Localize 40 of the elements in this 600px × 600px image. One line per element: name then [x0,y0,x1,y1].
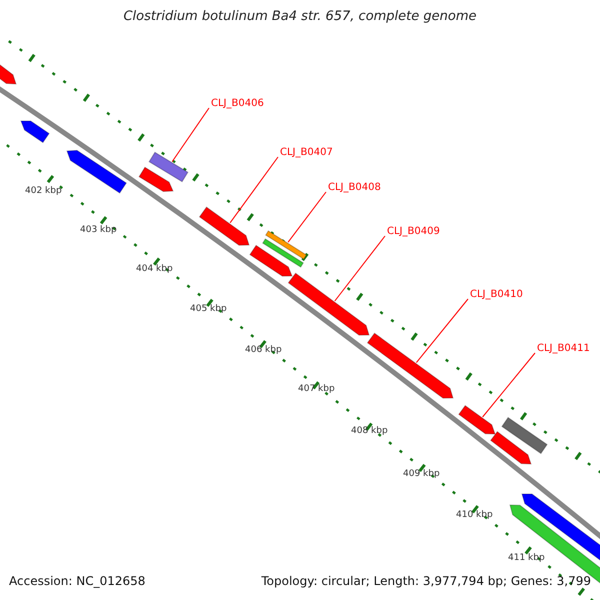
scale-label: 406 kbp [245,345,282,355]
gene-feature [66,150,127,194]
leader-line [334,236,386,302]
scale-label: 402 kbp [25,186,62,196]
scale-label: 410 kbp [456,510,493,520]
gene-feature [366,332,454,399]
accession-text: Accession: NC_012658 [9,574,146,588]
leader-line [230,156,278,224]
gene-feature [458,404,496,435]
scale-label: 404 kbp [136,264,173,274]
gene-label: CLJ_B0407 [280,147,333,158]
scale-label: 408 kbp [351,426,388,436]
title: Clostridium botulinum Ba4 str. 657, complete genome [122,9,478,24]
gene-block [148,152,189,182]
scale-label: 411 kbp [508,553,545,563]
gene-feature [138,166,174,192]
gene-label: CLJ_B0406 [211,98,264,109]
gene-label: CLJ_B0410 [470,289,523,300]
scale-label: 403 kbp [80,225,117,235]
gene-feature [198,206,250,246]
gene-label: CLJ_B0409 [387,226,440,237]
gene-block [262,238,304,268]
genome-stats-text: Topology: circular; Length: 3,977,794 bp; Genes: 3,799 [261,574,591,588]
gene-feature [249,244,293,277]
gene-feature [0,62,17,85]
gene-feature [288,272,370,336]
gene-feature [20,120,50,144]
scale-label: 405 kbp [190,304,227,314]
leader-line [288,192,326,243]
gene-block [265,230,307,260]
scale-label: 409 kbp [403,469,440,479]
leader-line [416,298,468,364]
scale-label: 407 kbp [298,384,335,394]
gene-label: CLJ_B0411 [537,343,590,354]
gene-feature [490,430,532,465]
gene-label: CLJ_B0408 [328,182,381,193]
gene-block [501,416,548,454]
leader-line [482,352,536,418]
leader-line [172,108,210,162]
gene-feature [509,504,600,586]
